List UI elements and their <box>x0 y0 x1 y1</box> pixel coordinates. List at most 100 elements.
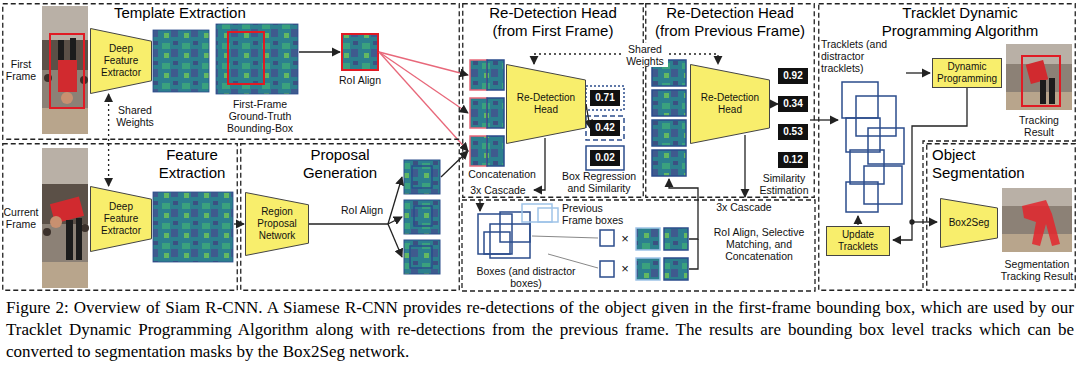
matching-panel <box>636 228 660 250</box>
result-label: Segmentation Tracking Result <box>998 258 1076 282</box>
panel-outline <box>819 4 1076 291</box>
template-link <box>379 52 468 151</box>
matching-panel <box>600 261 614 277</box>
flow-arrow <box>912 221 937 222</box>
concatenated-map <box>652 90 686 116</box>
panel-outline <box>3 4 460 140</box>
matching-panel <box>522 204 552 222</box>
network-block: Deep Feature Extractor <box>90 28 152 94</box>
flow-arrow <box>234 52 967 269</box>
output-label: Box Regression and Similarity <box>556 170 642 194</box>
current-frame-photo <box>50 216 62 228</box>
score-value: 0.53 <box>783 126 802 138</box>
matching-panel <box>600 230 614 246</box>
block-shape <box>246 193 309 256</box>
first-frame-photo <box>42 6 88 134</box>
box-outline <box>586 86 624 110</box>
concatenated-map <box>470 136 487 166</box>
matching-panel <box>538 208 558 222</box>
score-box: 0.92 <box>778 68 808 84</box>
tracklet-boxes <box>856 96 896 136</box>
matching-panel <box>462 200 815 291</box>
block-shape <box>941 199 998 248</box>
block-label: Re-Detection Head <box>694 92 766 116</box>
score-box: 0.71 <box>590 90 620 106</box>
operation-label: RoI Align, Selective Matching, and Conca… <box>706 226 812 262</box>
matching-panel <box>478 214 512 254</box>
score-box: 0.42 <box>590 120 620 136</box>
tracklet-boxes <box>842 82 878 118</box>
tracklet-boxes <box>846 182 878 212</box>
tracklet-boxes <box>850 150 884 184</box>
first-frame-photo <box>58 40 64 62</box>
current-frame-photo <box>66 220 73 260</box>
cascade-label: 3x Cascade <box>466 184 530 196</box>
flow-arrow <box>388 177 402 224</box>
network-block: Box2Seg <box>940 198 998 248</box>
block-label: Update Tracklets <box>830 229 886 253</box>
network-block: Region Proposal Network <box>245 192 309 256</box>
connector-layer <box>0 0 1080 295</box>
concatenated-map <box>652 120 686 146</box>
feature-map <box>216 24 298 94</box>
connector <box>770 103 778 104</box>
current-frame-photo <box>76 218 82 260</box>
tracking-result-photo <box>1006 44 1072 110</box>
matching-panel <box>532 236 598 238</box>
panel-title: Template Extraction <box>114 4 264 22</box>
panel-outline <box>927 144 1076 291</box>
panel-title: Tracklet Dynamic Programming Algorithm <box>875 4 1045 40</box>
template-link <box>379 52 468 151</box>
block-label: Region Proposal Network <box>249 206 305 242</box>
block-label: Re-Detection Head <box>510 92 582 116</box>
matching-panel <box>664 228 688 250</box>
score-box: 0.02 <box>590 150 620 166</box>
matching-panel <box>500 212 530 242</box>
process-box: Dynamic Programming <box>932 58 1002 88</box>
score-value: 0.12 <box>783 154 802 166</box>
feature-map <box>412 166 432 188</box>
stage-panel: Re-Detection Head (from Previous Frame)R… <box>645 3 815 198</box>
tracklet-boxes <box>842 82 904 212</box>
segmentation-result-photo <box>1002 188 1072 252</box>
feature-map <box>404 160 440 194</box>
flow-arrow <box>299 51 340 52</box>
operation-label: RoI Align <box>332 74 388 86</box>
node-layer: Template ExtractionDeep Feature Extracto… <box>0 0 1080 295</box>
block-shape <box>91 187 152 252</box>
panel-title: Re-Detection Head (from First Frame) <box>478 4 628 40</box>
box-label: Previous Frame boxes <box>562 202 628 226</box>
concatenated-map <box>470 60 686 176</box>
multiply-sign: × <box>617 231 633 247</box>
current-frame-photo <box>42 262 88 288</box>
frame-label: Current Frame <box>1 206 41 230</box>
network-block: Re-Detection Head <box>506 64 586 144</box>
segmentation-result-photo <box>1002 188 1072 252</box>
flow-arrow <box>388 224 402 257</box>
operation-label: Concatenation <box>462 168 542 180</box>
label-layer: Shared WeightsShared WeightsFirst FrameF… <box>0 0 1080 295</box>
caption-text: Figure 2: Overview of Siam R-CNN. A Siam… <box>6 298 1074 361</box>
first-frame-photo <box>42 6 88 134</box>
block-shape <box>691 65 770 144</box>
current-frame-photo <box>81 224 89 232</box>
current-frame-photo <box>42 148 89 288</box>
operation-label: RoI Align <box>334 204 390 216</box>
concatenated-map <box>470 98 487 128</box>
tracking-result-photo <box>1040 80 1046 104</box>
figure-caption: Figure 2: Overview of Siam R-CNN. A Siam… <box>6 297 1074 363</box>
map-label: First-Frame Ground-Truth Bounding-Box <box>214 98 306 134</box>
score-box: 0.34 <box>778 96 808 112</box>
tracking-result-photo <box>1022 56 1060 106</box>
first-frame-photo <box>50 34 84 108</box>
matching-panel <box>664 258 688 280</box>
block-shape <box>507 65 586 144</box>
flow-arrow <box>669 179 698 239</box>
flow-arrow <box>234 223 244 224</box>
flow-arrow <box>441 151 468 177</box>
concatenated-map <box>487 98 504 128</box>
concatenated-map <box>470 60 487 90</box>
feature-map <box>410 246 432 268</box>
score-box: 0.12 <box>778 152 808 168</box>
score-value: 0.92 <box>783 70 802 82</box>
